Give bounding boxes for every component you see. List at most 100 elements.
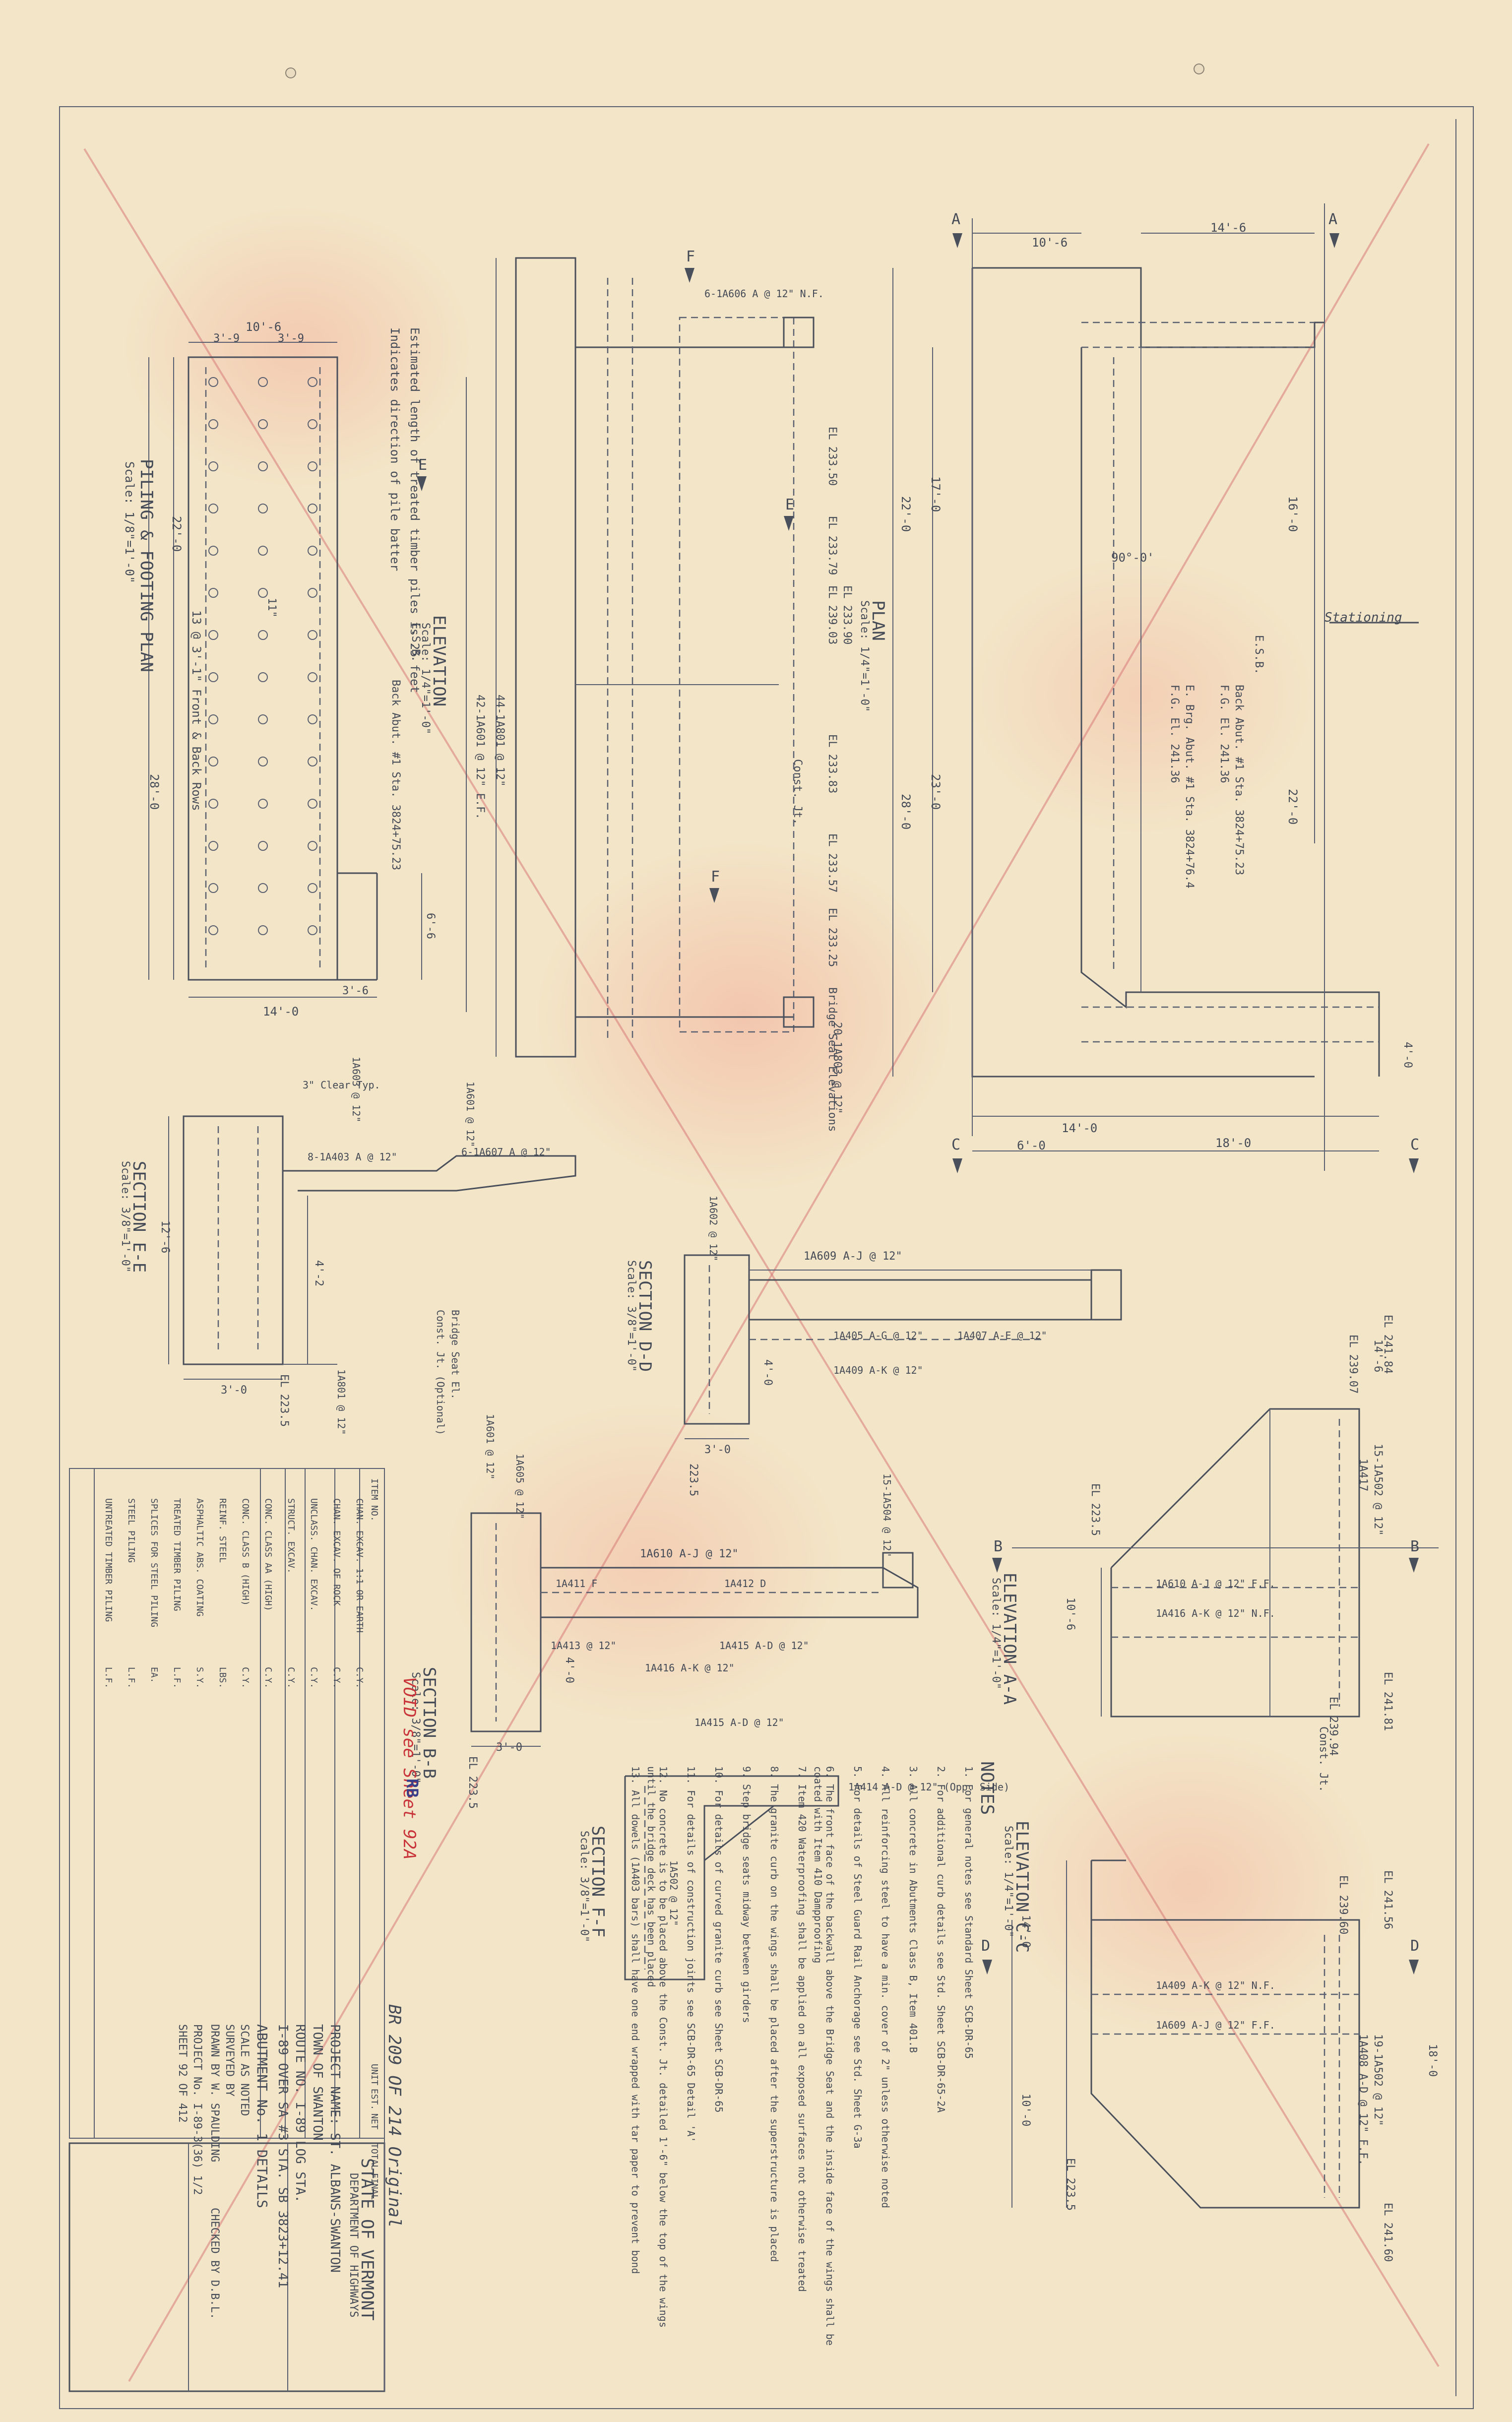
table-row-unit: L.F. — [172, 1667, 182, 1689]
pile-marker — [308, 925, 317, 935]
elevation-label: EL 241.60 — [1382, 2203, 1394, 2262]
pile-marker — [258, 588, 268, 598]
view-title: PLAN — [868, 600, 888, 641]
dimension-label: 3'-0 — [496, 1741, 522, 1754]
pile-marker — [308, 461, 317, 471]
rebar-label: 1A417 — [1357, 1459, 1369, 1492]
table-header: NET — [369, 2113, 379, 2130]
section-marker: E — [418, 456, 428, 474]
rebar-label: 1A407 A-E @ 12" — [957, 1330, 1047, 1341]
table-row-unit: LBS. — [217, 1667, 228, 1689]
elevation-view — [466, 257, 815, 1058]
pile-marker — [308, 419, 317, 429]
section-marker: C — [1410, 1136, 1420, 1153]
elevation-label: EL 239.03 — [826, 585, 838, 645]
br-number: BR 209 OF 214 Original — [384, 2004, 404, 2228]
rebar-label: 1A609 A-J @ 12" F.F. — [1156, 2019, 1275, 2031]
project-name: PROJECT NAME: ST. ALBANS-SWANTON — [327, 2024, 342, 2273]
elevation-label: EL 233.79 — [826, 516, 838, 575]
note-item: 1. For general notes see Standard Sheet … — [963, 1766, 975, 2059]
sheet-number: SHEET 92 OF 412 — [176, 2024, 189, 2123]
rebar-label: 1A601 @ 12" — [464, 1082, 476, 1147]
rebar-label: 1A416 A-K @ 12" — [645, 1662, 735, 1674]
view-title: PILING & FOOTING PLAN — [136, 459, 156, 672]
elevation-label: EL 239.60 — [1337, 1875, 1349, 1935]
table-row-item: UNCLASS. CHAN. EXCAV. — [309, 1498, 319, 1611]
dimension-label: 4'-0 — [563, 1657, 575, 1683]
note-item: 9. Step bridge seats midway between gird… — [741, 1766, 753, 2023]
dimension-label: 14'-0 — [1062, 1121, 1098, 1135]
void-note: VOID see Sheet 92A — [399, 1677, 419, 1860]
table-row-item: CHAN. EXCAV. 1:1 OR EARTH — [354, 1498, 365, 1633]
dimension-label: 4'-0 — [761, 1359, 774, 1386]
pile-marker — [208, 883, 218, 893]
pile-marker — [258, 757, 268, 766]
route-number: ROUTE NO. I-89 LOG STA. — [293, 2024, 308, 2203]
table-header: UNIT — [369, 2064, 379, 2086]
dimension-label: 17'-0 — [929, 476, 943, 512]
section-marker: A — [951, 211, 961, 228]
dimension-label: 14'-0 — [1019, 1915, 1032, 1948]
elevation-label: EL 233.25 — [826, 908, 838, 967]
rebar-label: 1A603 @ 12" — [350, 1057, 362, 1123]
elevation-label: Bridge Seat Elevations — [826, 987, 838, 1132]
elevation-cc — [1011, 1859, 1360, 2209]
dimension-label: 18'-0 — [1426, 2044, 1439, 2077]
elevation-label: EL 223.5 — [278, 1374, 290, 1427]
punch-hole — [1194, 64, 1204, 74]
void-cross-line — [128, 143, 1430, 2382]
section-cut-markers — [417, 233, 1419, 1975]
note-item: 13. All dowels (1A403 bars) shall have o… — [630, 1766, 641, 2274]
dimension-label: 10'-6 — [1064, 1597, 1076, 1631]
elevation-label: E.S.B. — [1253, 635, 1265, 675]
pile-marker — [258, 377, 268, 387]
note-text: Const. Jt. — [1317, 1726, 1329, 1792]
note-item: 4. All reinforcing steel to have a min. … — [880, 1766, 891, 2209]
view-scale: Scale: 1/4"=1'-0" — [858, 600, 871, 712]
department-name: DEPARTMENT OF HIGHWAYS — [347, 2173, 360, 2318]
void-cross-line — [83, 148, 1440, 2367]
note-item: 2. For additional curb details see Std. … — [935, 1766, 947, 2113]
dimension-label: 22'-0 — [1286, 789, 1300, 825]
elevation-label: 223.5 — [687, 1464, 699, 1497]
pile-marker — [208, 419, 218, 429]
section-ff — [624, 1775, 839, 1980]
project-number: PROJECT No. I-89-3(36) 1/2 — [191, 2024, 203, 2195]
view-scale: Scale: 3/8"=1'-0" — [625, 1260, 637, 1372]
abutment-plan — [892, 203, 1419, 1171]
pile-marker — [258, 714, 268, 724]
dimension-label: 22'-0 — [170, 516, 184, 552]
sheet-title: ABUTMENT No. 1 DETAILS — [254, 2024, 270, 2208]
elevation-label: EL 223.5 — [1064, 2158, 1076, 2211]
section-marker: B — [994, 1538, 1003, 1555]
rebar-label: 6-1A606 A @ 12" N.F. — [704, 288, 824, 300]
pile-marker — [308, 841, 317, 851]
table-row-unit: C.Y. — [240, 1667, 251, 1689]
elevation-label: EL 223.5 — [466, 1756, 479, 1809]
dimension-label: 3'-0 — [704, 1444, 731, 1456]
table-row-unit: C.Y. — [286, 1667, 296, 1689]
dimension-label: 10'-0 — [1019, 2094, 1032, 2127]
elevation-label: F.G. El. 241.36 — [1218, 685, 1230, 783]
table-row-unit: C.Y. — [263, 1667, 273, 1689]
section-marker: F — [686, 248, 695, 265]
dimension-label: 3'-0 — [221, 1384, 247, 1397]
note-item: 10. For details of curved granite curb s… — [713, 1766, 725, 2113]
pile-marker — [308, 588, 317, 598]
note-text: Bridge Seat El. — [449, 1310, 461, 1400]
rebar-label: 8-1A403 A @ 12" — [308, 1151, 397, 1163]
rebar-label: 1A609 A-J @ 12" — [804, 1250, 902, 1263]
elevation-label: EL 233.57 — [826, 833, 838, 893]
rebar-label: 1A415 A-D @ 12" — [694, 1717, 784, 1728]
rebar-label: 1A610 A-J @ 12" — [640, 1548, 739, 1560]
rebar-label: 1A414 A-D @ 12" (Opp. Side) — [848, 1781, 1010, 1793]
elevation-label: EL 233.90 — [841, 585, 853, 645]
pile-marker — [258, 630, 268, 640]
note-item: 3. All concrete in Abutments Class B, It… — [907, 1766, 919, 2053]
town-name: TOWN OF SWANTON — [310, 2024, 325, 2141]
table-row-unit: S.Y. — [194, 1667, 205, 1689]
pile-marker — [258, 504, 268, 513]
note-text: Const. Jt. (Optional) — [435, 1310, 446, 1435]
table-row-unit: C.Y. — [309, 1667, 319, 1689]
section-marker: C — [951, 1136, 961, 1153]
